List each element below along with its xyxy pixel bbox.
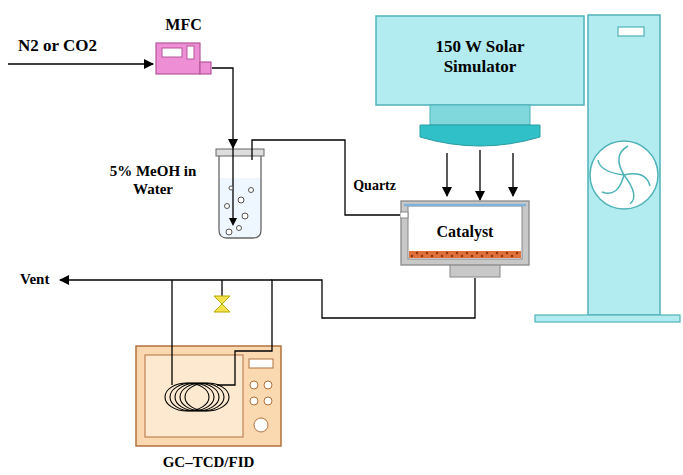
bubbles: [225, 186, 254, 235]
solution: [219, 178, 261, 238]
flow-connector: [479, 150, 480, 200]
gc-display: [249, 359, 273, 368]
cooling-fan: [590, 141, 658, 209]
catalyst-grain: [496, 252, 498, 254]
catalyst-grain: [506, 252, 508, 254]
catalyst-grain: [471, 255, 473, 257]
bubble: [229, 186, 233, 190]
bubble: [226, 229, 232, 235]
catalyst-grain: [461, 255, 463, 257]
simulator-base: [535, 315, 680, 322]
sample-loop-line: [171, 280, 172, 345]
vial-outline: [219, 156, 261, 238]
reactor-housing: [401, 201, 529, 265]
solar-simulator-art: [375, 15, 585, 150]
gc-knobs: [250, 381, 272, 405]
column-coil: [175, 383, 219, 411]
catalyst-grain: [501, 255, 503, 257]
mfc-device: MFC: [155, 42, 212, 75]
instrument-label: GC–TCD/FID: [123, 453, 294, 471]
dip-tube-head: [229, 218, 237, 226]
bubble: [242, 213, 248, 219]
catalyst-layer: [409, 251, 521, 258]
column-outlet: [217, 345, 272, 385]
reactor-inlet: [400, 212, 408, 218]
outlet-tube: [251, 148, 252, 160]
dip-tube: [232, 148, 233, 218]
fan-blades: [598, 146, 650, 204]
gc-knob: [250, 381, 258, 389]
quartz-window: [404, 204, 526, 207]
valve-stem: [221, 280, 222, 296]
lamp-label: 150 W Solar Simulator: [410, 37, 550, 78]
catalyst-grain: [416, 252, 418, 254]
gc-dial: [254, 418, 268, 432]
bubble: [249, 188, 254, 193]
gc-oven: [145, 355, 243, 437]
catalyst-grain: [426, 252, 428, 254]
catalyst-grain: [411, 255, 413, 257]
catalyst-grain: [446, 252, 448, 254]
catalyst-grain: [516, 252, 518, 254]
mfc-display: [162, 48, 182, 57]
gas-inlet-label: N2 or CO2: [18, 36, 97, 56]
vent-line: [60, 279, 272, 280]
solar-simulator: 150 W Solar Simulator: [375, 15, 585, 150]
catalyst-grain: [431, 255, 433, 257]
gc-knob: [264, 381, 272, 389]
gc-instrument-art: [135, 345, 282, 447]
valve-symbol: [214, 296, 230, 312]
device-label: MFC: [143, 15, 224, 34]
vial-stopper: [216, 149, 264, 156]
catalyst-grain: [456, 252, 458, 254]
catalyst-grains: [411, 252, 518, 257]
catalyst-grain: [441, 255, 443, 257]
gc-instrument: GC–TCD/FID: [135, 345, 282, 447]
gc-knob: [264, 397, 272, 405]
light-arrow: [512, 153, 513, 196]
catalyst-grain: [511, 255, 513, 257]
catalyst-grain: [421, 255, 423, 257]
gc-housing: [136, 346, 281, 446]
simulator-tower: [588, 15, 660, 315]
vent-label: Vent: [20, 270, 49, 288]
column-inlet: [171, 345, 172, 385]
catalyst-grain: [451, 255, 453, 257]
bubble: [225, 204, 230, 209]
catalyst-grain: [476, 252, 478, 254]
lamp-holder: [430, 105, 530, 125]
gas-inlet-arrow: [8, 63, 153, 64]
tower-display: [618, 27, 644, 36]
catalyst-grain: [491, 255, 493, 257]
mfc-knob: [187, 46, 194, 59]
catalyst-grain: [466, 252, 468, 254]
flow-connector: [252, 140, 400, 215]
mfc-device-art: [155, 42, 212, 75]
mfc-outlet: [200, 62, 211, 74]
catalyst-grain: [481, 255, 483, 257]
simulator-housing: [376, 16, 584, 105]
catalyst-label: Catalyst: [408, 222, 522, 241]
mfc-body: [156, 43, 200, 74]
catalyst-grain: [486, 252, 488, 254]
column-coil: [185, 383, 229, 411]
light-arrow: [446, 153, 447, 196]
gc-column: [165, 383, 229, 411]
flow-connector: [212, 68, 233, 148]
reactor-chamber: [408, 206, 522, 259]
lens: [420, 125, 540, 146]
catalyst-grain: [436, 252, 438, 254]
reagent-label: 5% MeOH in Water: [98, 162, 208, 198]
bubble: [238, 197, 244, 203]
methanol-bubbler-art: [215, 148, 265, 240]
flow-connector: [272, 278, 475, 345]
bubble: [237, 226, 242, 231]
window-label: Quartz: [340, 178, 396, 195]
gc-knob: [250, 397, 258, 405]
column-coil: [180, 383, 224, 411]
photoreactor: QuartzCatalyst: [400, 200, 530, 278]
methanol-bubbler: 5% MeOH in Water: [215, 148, 265, 240]
